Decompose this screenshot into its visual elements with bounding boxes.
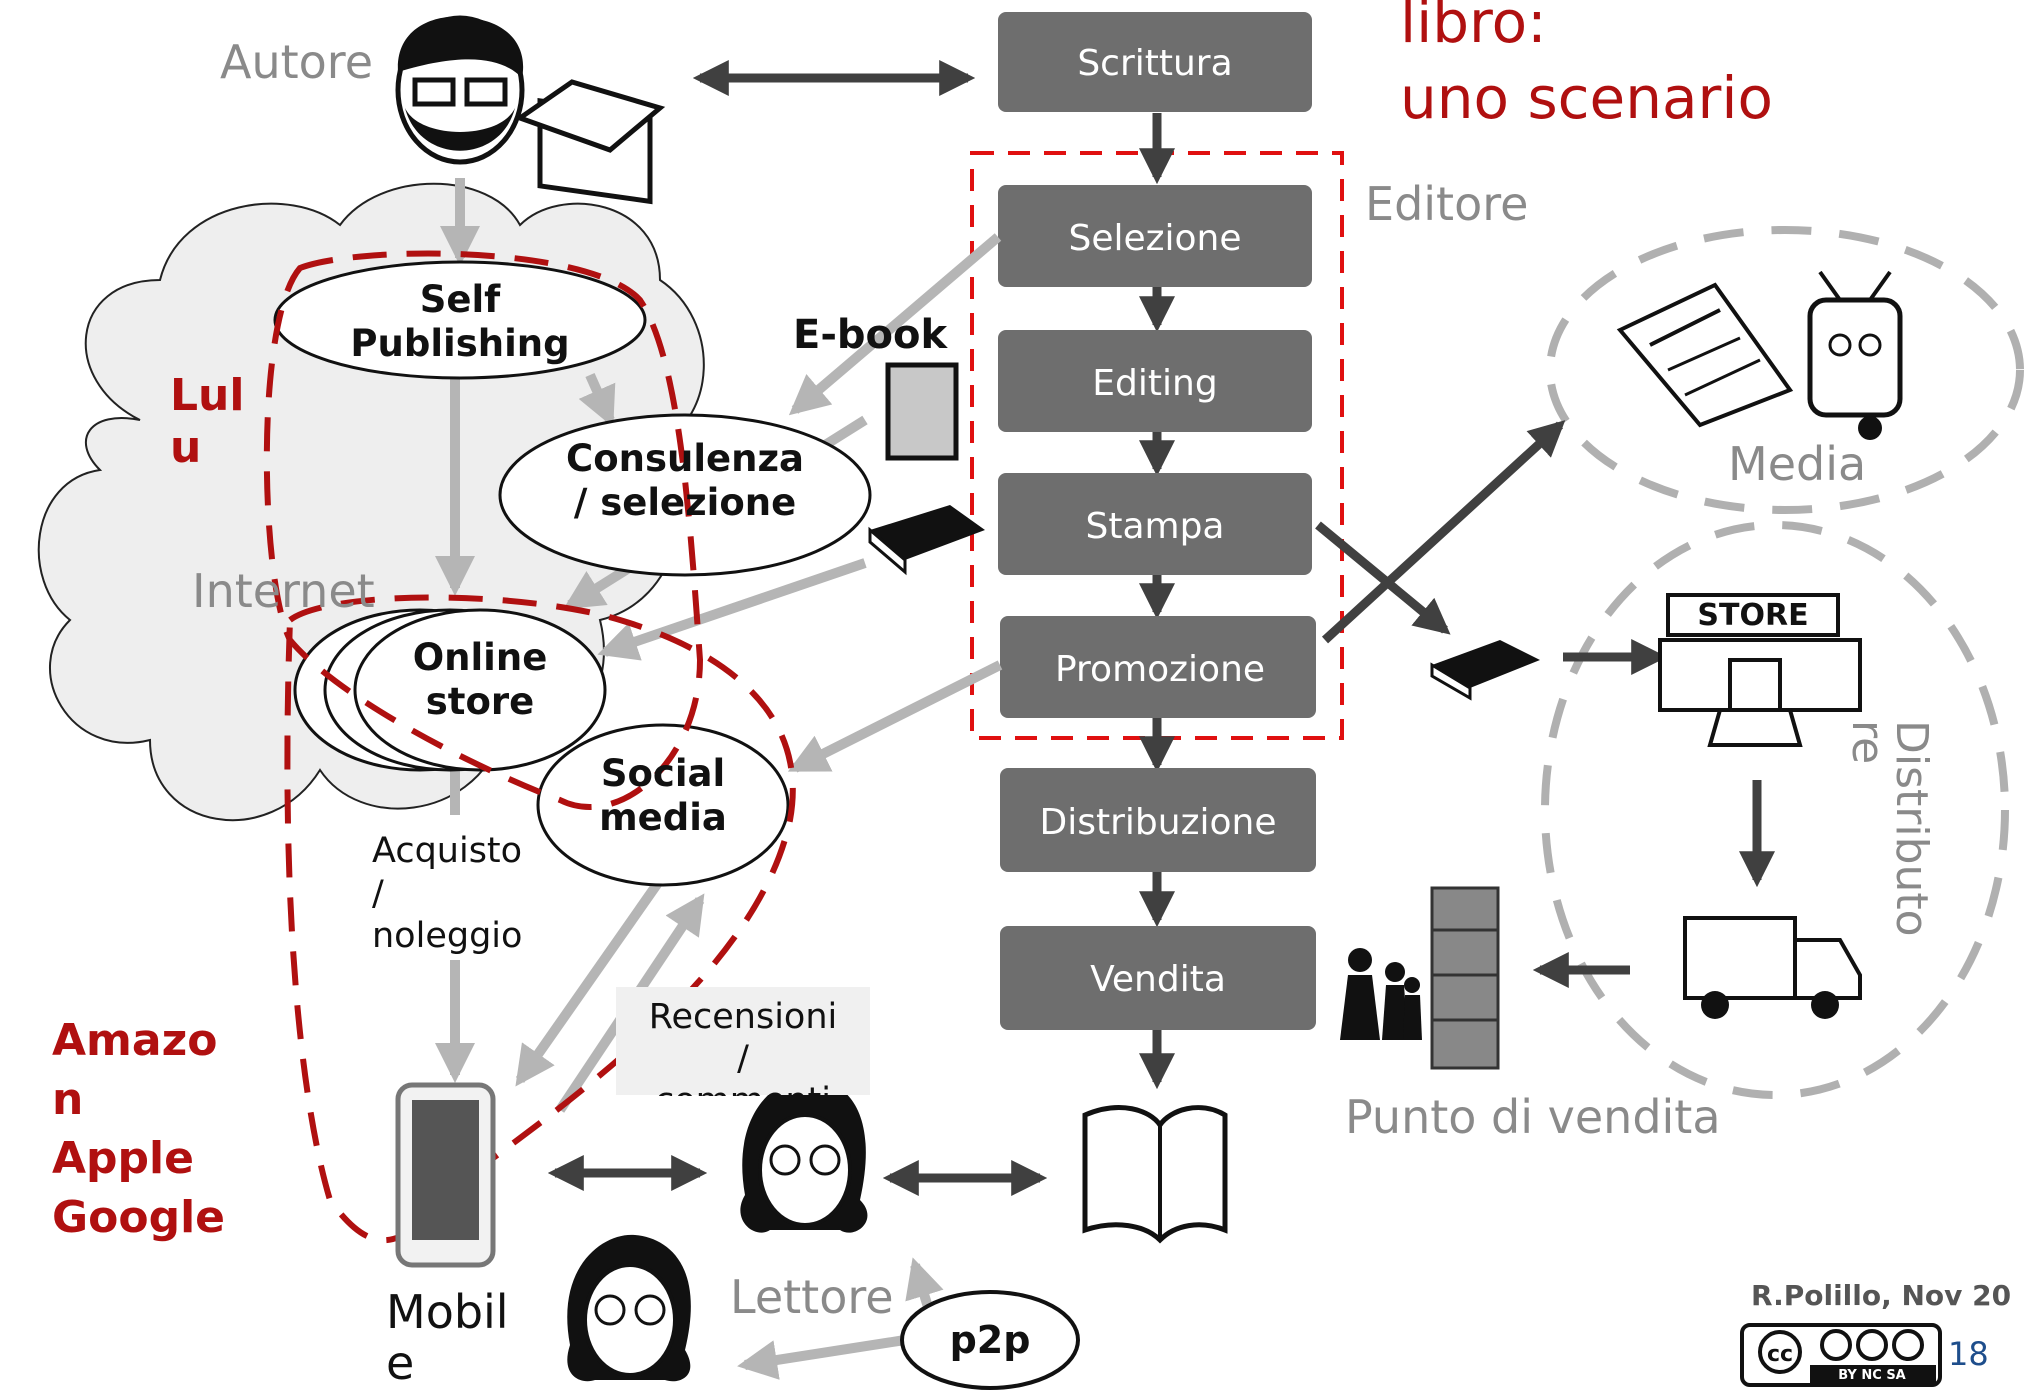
box-scrittura [998,12,1312,112]
shop-shelves-icon [1430,886,1500,1070]
title-line2: uno scenario [1400,64,1773,132]
author-person-icon [395,15,525,165]
amazon-label: Amazo n Apple Google [52,1015,225,1243]
lulu-outline [263,250,704,810]
footer-author: R.Polillo, Nov 20 [1751,1279,2011,1312]
box-editing [998,330,1312,432]
social-media-label: Social media [599,752,727,839]
p2p-label: p2p [950,1318,1031,1362]
book-icon [868,505,985,576]
label-scrittura: Scrittura [1077,43,1232,84]
internet-label: Internet [192,564,375,618]
distributore-circle [1541,521,2009,1099]
mobile-label: Mobil e [386,1285,509,1390]
book-small-icon [1430,640,1540,701]
box-promozione [1000,616,1316,718]
self-publishing-label: Self Publishing [350,278,570,365]
distributore-label: Distributo re [1842,720,1937,937]
media-circle [1546,226,2024,514]
ebook-label: E-book [793,312,949,358]
social-media-ellipse [536,723,790,887]
label-vendita: Vendita [1090,959,1226,1000]
ebook-tablet-icon [885,362,959,461]
lettore-label: Lettore [730,1270,894,1324]
tv-icon [1807,270,1903,440]
p2p-ellipse [900,1290,1080,1390]
open-book-icon [1082,1105,1228,1244]
autore-label: Autore [220,35,373,89]
media-label: Media [1728,437,1866,491]
license-text: BY NC SA [1838,1368,1906,1383]
reader-face-icon [740,1077,868,1233]
newspaper-icon [1616,282,1794,428]
title-line1: libro: [1400,0,1547,56]
box-vendita [1000,926,1316,1030]
pipeline-boxes [998,12,1316,1030]
dark-arrows [547,60,1775,1196]
svg-text:STORE: STORE [1697,598,1808,633]
svg-text:cc: cc [1767,1342,1793,1367]
online-store-label: Online store [412,636,548,723]
label-selezione: Selezione [1068,218,1241,259]
label-distribuzione: Distribuzione [1040,802,1277,843]
recensioni-label: Recensioni / commenti [648,997,838,1096]
label-promozione: Promozione [1055,649,1265,690]
lulu-label: Lul u [170,370,245,473]
laptop-icon [514,79,666,205]
label-stampa: Stampa [1085,506,1224,547]
box-distribuzione [1000,768,1316,872]
reader-face-2-icon [567,1234,691,1382]
label-editing: Editing [1092,363,1217,404]
pipeline-labels: Scrittura Selezione Editing Stampa Promo… [1040,43,1277,1000]
editore-label: Editore [1365,177,1528,231]
acquisto-label: Acquisto / noleggio [372,831,523,957]
mobile-device-icon [395,1082,496,1268]
page-number: 18 [1948,1335,1989,1373]
box-selezione [998,185,1312,287]
store-icon: STORE [1658,593,1862,747]
punto-vendita-label: Punto di vendita [1345,1090,1721,1144]
shoppers-icon [1340,948,1422,1040]
self-publishing-ellipse [273,260,647,380]
light-arrows [435,178,1003,1380]
cc-license-badge: cc BY NC SA [1740,1323,1942,1387]
truck-icon [1683,916,1862,1019]
box-stampa [998,473,1312,575]
recensioni-box [616,987,870,1095]
consulenza-label: Consulenza / selezione [566,437,804,524]
